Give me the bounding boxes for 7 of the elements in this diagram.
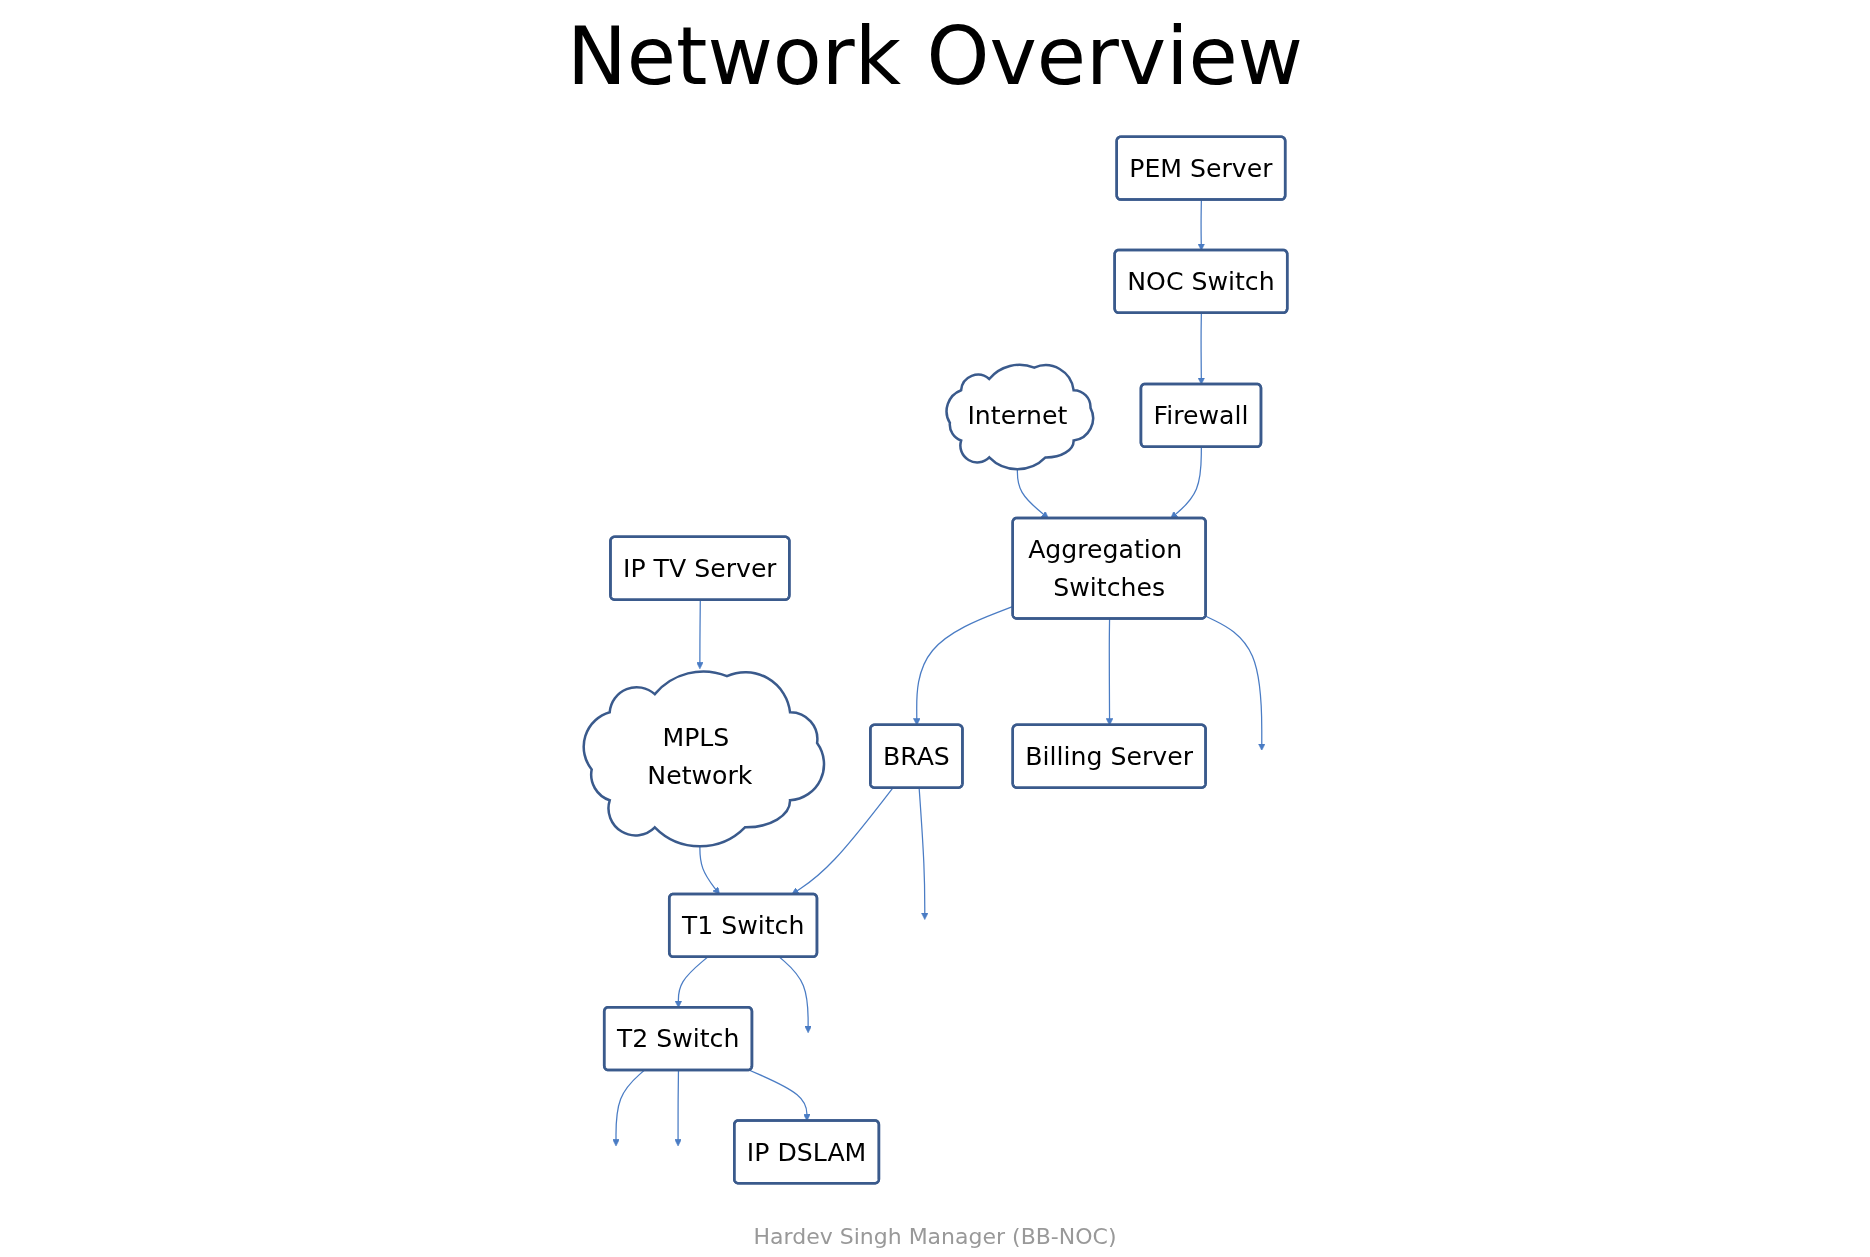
arrow xyxy=(674,956,708,1008)
arrow xyxy=(1204,615,1265,751)
arrow xyxy=(778,956,812,1034)
arrow xyxy=(695,599,704,670)
arrow xyxy=(918,787,928,920)
footer-note: Hardev Singh Manager (BB-NOC) xyxy=(752,1224,1118,1249)
diagram-title: Network Overview xyxy=(565,10,1305,103)
